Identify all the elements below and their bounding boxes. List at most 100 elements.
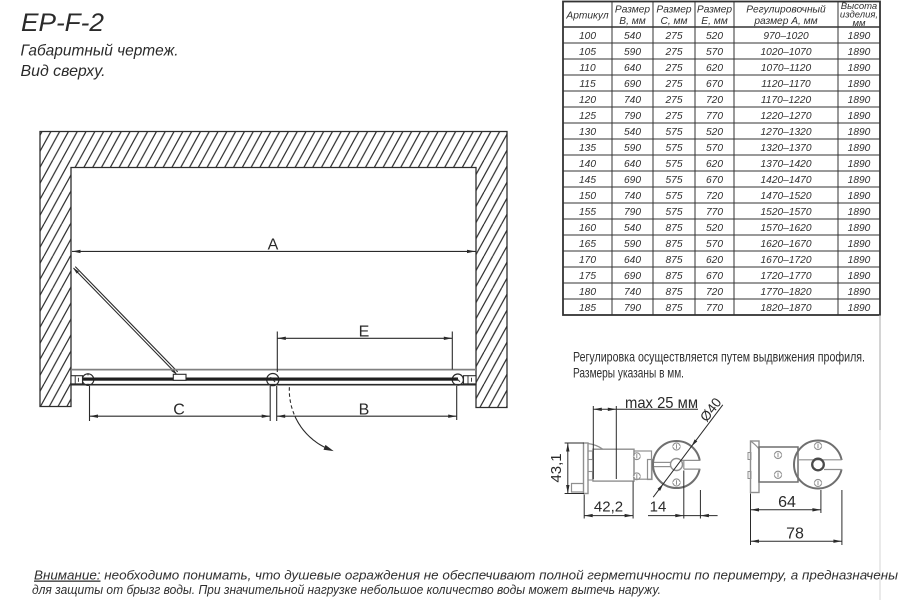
svg-text:1890: 1890	[848, 271, 871, 282]
svg-text:970–1020: 970–1020	[763, 31, 809, 42]
svg-text:570: 570	[706, 47, 723, 58]
svg-text:540: 540	[624, 223, 641, 234]
svg-text:670: 670	[706, 175, 723, 186]
svg-text:1890: 1890	[848, 223, 871, 234]
svg-text:1890: 1890	[848, 63, 871, 74]
svg-text:1070–1120: 1070–1120	[761, 63, 812, 74]
svg-text:max 25 мм: max 25 мм	[625, 395, 698, 412]
svg-text:для защиты от брызг воды. При: для защиты от брызг воды. При значительн…	[32, 582, 661, 597]
svg-text:135: 135	[579, 143, 596, 154]
svg-text:14: 14	[650, 499, 667, 516]
svg-text:740: 740	[624, 287, 641, 298]
svg-text:120: 120	[579, 95, 596, 106]
svg-text:690: 690	[624, 175, 641, 186]
svg-text:1720–1770: 1720–1770	[761, 271, 812, 282]
svg-text:130: 130	[579, 127, 596, 138]
svg-text:590: 590	[624, 47, 641, 58]
svg-text:1890: 1890	[848, 239, 871, 250]
svg-text:1890: 1890	[848, 207, 871, 218]
svg-text:1890: 1890	[848, 143, 871, 154]
svg-text:165: 165	[579, 239, 596, 250]
svg-text:EP-F-2: EP-F-2	[21, 9, 104, 37]
svg-text:520: 520	[706, 223, 723, 234]
svg-text:115: 115	[579, 79, 596, 90]
svg-text:875: 875	[666, 223, 683, 234]
svg-text:Габаритный чертеж.: Габаритный чертеж.	[21, 43, 179, 60]
svg-text:620: 620	[706, 63, 723, 74]
svg-text:100: 100	[579, 31, 596, 42]
svg-text:640: 640	[624, 255, 641, 266]
svg-text:1520–1570: 1520–1570	[761, 207, 812, 218]
svg-text:620: 620	[706, 255, 723, 266]
svg-text:690: 690	[624, 79, 641, 90]
svg-text:1670–1720: 1670–1720	[761, 255, 812, 266]
svg-text:E: E	[359, 324, 370, 341]
svg-text:790: 790	[624, 303, 641, 314]
svg-text:275: 275	[665, 47, 683, 58]
svg-text:540: 540	[624, 31, 641, 42]
svg-text:770: 770	[706, 111, 723, 122]
svg-text:790: 790	[624, 207, 641, 218]
svg-text:155: 155	[579, 207, 596, 218]
svg-text:575: 575	[666, 207, 683, 218]
svg-text:105: 105	[579, 47, 596, 58]
svg-text:1890: 1890	[848, 95, 871, 106]
svg-text:B: B	[359, 402, 370, 419]
svg-text:140: 140	[579, 159, 596, 170]
svg-text:64: 64	[778, 494, 796, 511]
svg-text:1320–1370: 1320–1370	[761, 143, 812, 154]
svg-text:A: A	[268, 237, 279, 254]
svg-text:1770–1820: 1770–1820	[761, 287, 812, 298]
svg-text:875: 875	[666, 287, 683, 298]
svg-text:875: 875	[666, 303, 683, 314]
svg-text:1820–1870: 1820–1870	[761, 303, 812, 314]
svg-text:875: 875	[666, 271, 683, 282]
svg-text:B, мм: B, мм	[619, 16, 645, 27]
svg-text:1890: 1890	[848, 287, 871, 298]
svg-text:Регулировочный: Регулировочный	[746, 5, 826, 16]
svg-text:185: 185	[579, 303, 596, 314]
svg-text:Артикул: Артикул	[565, 11, 608, 22]
svg-text:575: 575	[666, 143, 683, 154]
svg-text:1890: 1890	[848, 191, 871, 202]
svg-text:110: 110	[579, 63, 596, 74]
svg-text:145: 145	[579, 175, 596, 186]
svg-text:E, мм: E, мм	[701, 16, 727, 27]
svg-text:520: 520	[706, 31, 723, 42]
svg-text:1270–1320: 1270–1320	[761, 127, 812, 138]
svg-text:1890: 1890	[848, 175, 871, 186]
svg-text:570: 570	[706, 143, 723, 154]
svg-text:740: 740	[624, 95, 641, 106]
svg-text:1020–1070: 1020–1070	[761, 47, 812, 58]
svg-text:670: 670	[706, 79, 723, 90]
svg-text:720: 720	[706, 287, 723, 298]
svg-text:1170–1220: 1170–1220	[761, 95, 812, 106]
svg-text:1890: 1890	[848, 303, 871, 314]
svg-text:C, мм: C, мм	[661, 16, 688, 27]
svg-text:1570–1620: 1570–1620	[761, 223, 812, 234]
svg-text:575: 575	[666, 159, 683, 170]
svg-text:160: 160	[579, 223, 596, 234]
svg-text:1890: 1890	[848, 159, 871, 170]
svg-text:1620–1670: 1620–1670	[761, 239, 812, 250]
svg-text:мм: мм	[852, 18, 866, 29]
svg-text:Размер: Размер	[697, 5, 733, 16]
svg-text:720: 720	[706, 191, 723, 202]
svg-text:770: 770	[706, 303, 723, 314]
svg-text:590: 590	[624, 239, 641, 250]
svg-text:175: 175	[579, 271, 596, 282]
svg-text:640: 640	[624, 63, 641, 74]
svg-text:125: 125	[579, 111, 596, 122]
svg-text:Внимание: необходимо понимать,: Внимание: необходимо понимать, что душев…	[34, 568, 899, 583]
svg-text:720: 720	[706, 95, 723, 106]
svg-text:275: 275	[665, 63, 683, 74]
svg-text:Вид сверху.: Вид сверху.	[21, 63, 106, 80]
svg-text:875: 875	[666, 239, 683, 250]
svg-text:Регулировка осуществляется пут: Регулировка осуществляется путем выдвиже…	[573, 349, 865, 365]
svg-text:875: 875	[666, 255, 683, 266]
svg-text:275: 275	[665, 95, 683, 106]
svg-text:42,2: 42,2	[594, 499, 623, 516]
svg-text:изделия,: изделия,	[840, 10, 878, 21]
svg-text:1220–1270: 1220–1270	[761, 111, 812, 122]
svg-text:размер А, мм: размер А, мм	[753, 16, 817, 27]
